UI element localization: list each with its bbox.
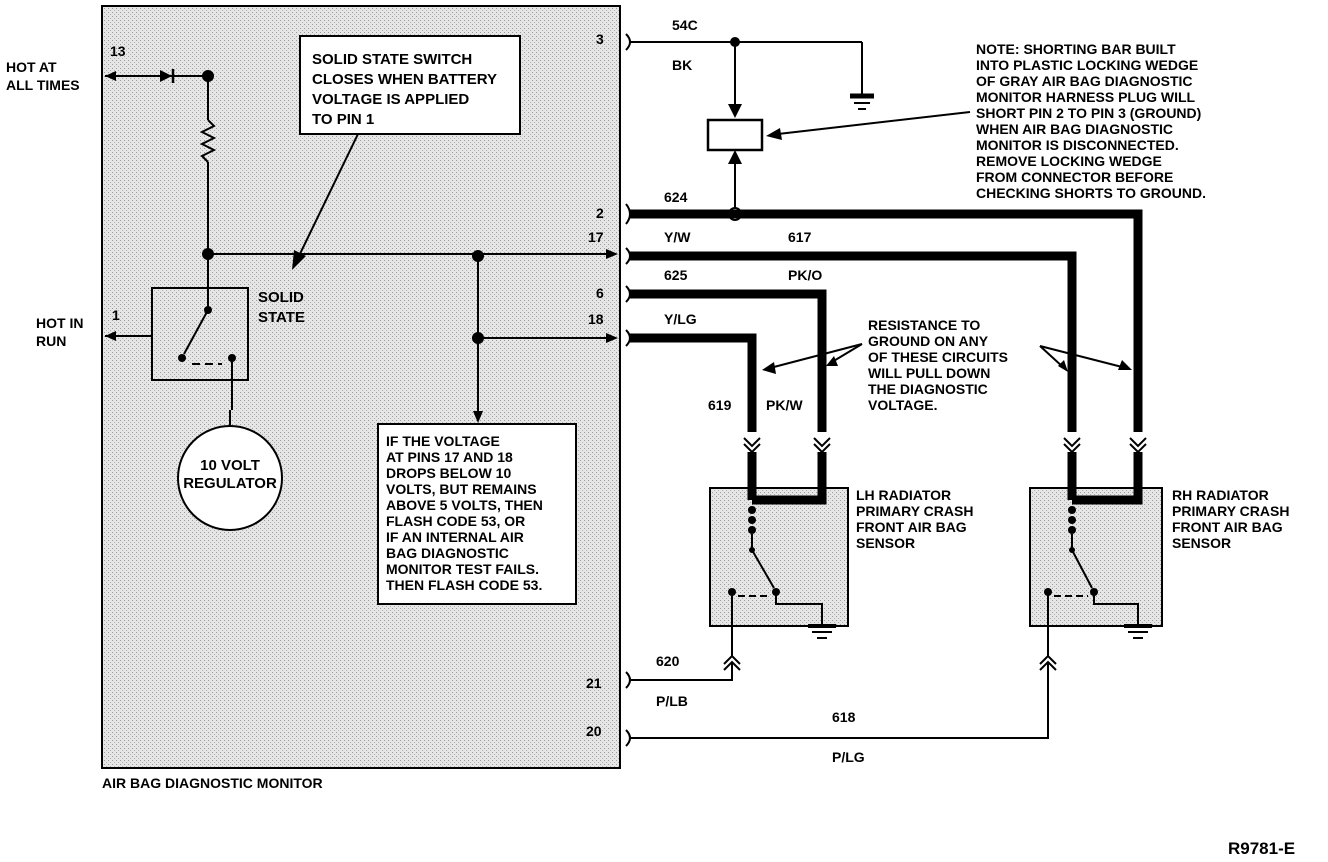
pin-6-label: 6 [596,285,604,301]
monitor-circuit [105,69,618,531]
voltage-note-line-8: BAG DIAGNOSTIC [386,545,509,561]
pin-3-label: 3 [596,31,604,47]
wire-yw-label: Y/W [664,229,691,245]
wire-620-label: 620 [656,653,680,669]
switch-note-box [299,35,521,135]
pin-21-label: 21 [586,675,602,691]
voltage-note-line-2: AT PINS 17 AND 18 [386,449,513,465]
wire-625-label: 625 [664,267,688,283]
resistance-note-line-1: RESISTANCE TO [868,317,980,333]
external-wiring [625,33,1147,747]
regulator-label-2: REGULATOR [183,475,277,492]
labels: HOT AT ALL TIMES 13 HOT IN RUN 1 SOLID S… [6,17,1295,858]
hot-at-all-times-label-2: ALL TIMES [6,77,80,93]
wire-54c-label: 54C [672,17,698,33]
voltage-note-line-4: VOLTS, BUT REMAINS [386,481,537,497]
voltage-note-line-3: DROPS BELOW 10 [386,465,511,481]
shorting-note-line-3: OF GRAY AIR BAG DIAGNOSTIC [976,73,1193,89]
voltage-note-line-10: THEN FLASH CODE 53. [386,577,542,593]
wire-617-label: 617 [788,229,812,245]
resistance-note-line-2: GROUND ON ANY [868,333,989,349]
voltage-note-line-6: FLASH CODE 53, OR [386,513,525,529]
switch-note-line-4: TO PIN 1 [312,111,374,128]
lh-sensor-label-3: FRONT AIR BAG [856,519,967,535]
wire-plb-label: P/LB [656,693,688,709]
voltage-note-box [377,423,577,605]
wire-plg-label: P/LG [832,749,865,765]
resistance-note-line-5: THE DIAGNOSTIC [868,381,988,397]
wire-618-label: 618 [832,709,856,725]
resistance-note-line-6: VOLTAGE. [868,397,937,413]
figure-id: R9781-E [1228,839,1295,858]
wire-624-label: 624 [664,189,688,205]
shorting-note-line-4: MONITOR HARNESS PLUG WILL [976,89,1196,105]
pin-20-label: 20 [586,723,602,739]
lh-sensor-label-1: LH RADIATOR [856,487,951,503]
solid-state-label-1: SOLID [258,289,304,306]
hot-in-run-label-1: HOT IN [36,315,83,331]
hot-at-all-times-label-1: HOT AT [6,59,57,75]
voltage-note-line-5: ABOVE 5 VOLTS, THEN [386,497,543,513]
voltage-note-line-9: MONITOR TEST FAILS. [386,561,539,577]
wire-ylg-label: Y/LG [664,311,697,327]
rh-sensor-label-4: SENSOR [1172,535,1231,551]
rh-sensor-label-3: FRONT AIR BAG [1172,519,1283,535]
pin-1-label: 1 [112,307,120,323]
rh-sensor [1029,487,1163,639]
pin-2-label: 2 [596,205,604,221]
wire-pkw-label: PK/W [766,397,803,413]
regulator-label-1: 10 VOLT [200,457,260,474]
shorting-note-line-5: SHORT PIN 2 TO PIN 3 (GROUND) [976,105,1201,121]
shorting-note-line-1: NOTE: SHORTING BAR BUILT [976,41,1176,57]
lh-sensor-label-4: SENSOR [856,535,915,551]
monitor-title: AIR BAG DIAGNOSTIC MONITOR [102,775,323,791]
switch-note-line-3: VOLTAGE IS APPLIED [312,91,469,108]
pin-17-label: 17 [588,229,604,245]
wire-pko-label: PK/O [788,267,822,283]
shorting-note-line-2: INTO PLASTIC LOCKING WEDGE [976,57,1198,73]
shorting-note-line-8: REMOVE LOCKING WEDGE [976,153,1162,169]
pin-13-label: 13 [110,43,126,59]
shorting-note-line-10: CHECKING SHORTS TO GROUND. [976,185,1206,201]
shorting-note-line-9: FROM CONNECTOR BEFORE [976,169,1173,185]
voltage-note-line-7: IF AN INTERNAL AIR [386,529,524,545]
wire-bk-label: BK [672,57,692,73]
pin-18-label: 18 [588,311,604,327]
wire-619-label: 619 [708,397,732,413]
lh-sensor [709,487,849,639]
lh-sensor-label-2: PRIMARY CRASH [856,503,973,519]
rh-sensor-label-1: RH RADIATOR [1172,487,1269,503]
voltage-note-line-1: IF THE VOLTAGE [386,433,500,449]
resistance-note-line-4: WILL PULL DOWN [868,365,990,381]
solid-state-label-2: STATE [258,309,305,326]
shorting-note-line-6: WHEN AIR BAG DIAGNOSTIC [976,121,1173,137]
hot-in-run-label-2: RUN [36,333,66,349]
rh-sensor-label-2: PRIMARY CRASH [1172,503,1289,519]
switch-note-line-2: CLOSES WHEN BATTERY [312,71,497,88]
switch-note-line-1: SOLID STATE SWITCH [312,51,472,68]
shorting-note-line-7: MONITOR IS DISCONNECTED. [976,137,1179,153]
resistance-note-line-3: OF THESE CIRCUITS [868,349,1008,365]
